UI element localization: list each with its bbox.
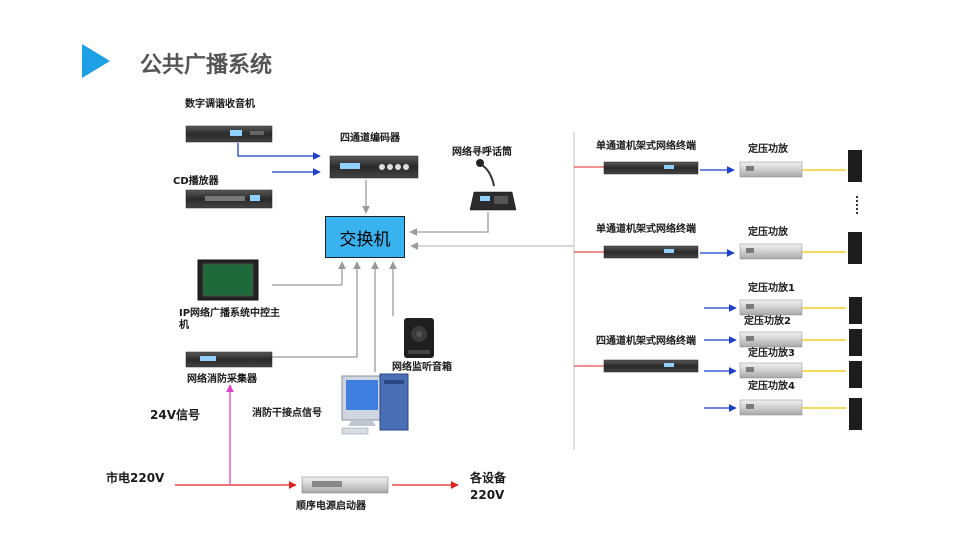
terminal-quad-device bbox=[603, 359, 699, 373]
fire-contact-label: 消防干接点信号 bbox=[252, 408, 322, 419]
ip-host-label: IP网络广播系统中控主机 bbox=[179, 308, 281, 331]
workstation-computer-device bbox=[341, 373, 409, 435]
sequencer-device bbox=[301, 476, 389, 494]
24v-label: 24V信号 bbox=[150, 408, 200, 422]
amp-4-label: 定压功放4 bbox=[748, 381, 795, 392]
each-device-label: 各设备 bbox=[470, 471, 507, 485]
collector-to-switch-line bbox=[272, 261, 361, 358]
amp-2-label: 定压功放2 bbox=[744, 316, 791, 327]
amp-a-device bbox=[739, 161, 803, 178]
tuner-label: 数字调谐收音机 bbox=[185, 99, 255, 110]
paging-microphone-device bbox=[469, 159, 517, 211]
amp-3-device bbox=[739, 362, 803, 379]
amp-1-device bbox=[739, 299, 803, 316]
mic-to-switch-line bbox=[409, 212, 489, 236]
header-play-icon bbox=[82, 44, 110, 78]
ip-host-device bbox=[197, 259, 259, 301]
220v-label: 220V bbox=[470, 488, 505, 502]
cd-player-device bbox=[185, 189, 273, 209]
speaker-column-icon bbox=[848, 150, 862, 430]
sequencer-label: 顺序电源启动器 bbox=[296, 501, 366, 512]
amp-1-label: 定压功放1 bbox=[748, 283, 795, 294]
tuner-to-encoder-line bbox=[237, 143, 321, 160]
ellipsis-icon bbox=[855, 195, 859, 215]
cd-label: CD播放器 bbox=[173, 176, 219, 187]
amp-a-label: 定压功放 bbox=[748, 144, 788, 155]
tuner-device bbox=[185, 125, 273, 143]
paging-mic-label: 网络寻呼话筒 bbox=[452, 147, 512, 158]
monitor-speaker-label: 网络监听音箱 bbox=[392, 362, 452, 373]
amp-b-device bbox=[739, 243, 803, 260]
terminal-quad-label: 四通道机架式网络终端 bbox=[596, 336, 696, 347]
monitor-speaker-device bbox=[404, 318, 434, 358]
terminal-single-2-device bbox=[603, 245, 699, 259]
network-switch: 交换机 bbox=[325, 216, 405, 258]
terminal-single-1-device bbox=[603, 161, 699, 175]
mains-label: 市电220V bbox=[106, 471, 165, 485]
amp-4-device bbox=[739, 399, 803, 416]
switch-label: 交换机 bbox=[339, 229, 391, 250]
fire-collector-label: 网络消防采集器 bbox=[187, 374, 257, 385]
terminal-single-2-label: 单通道机架式网络终端 bbox=[596, 224, 696, 235]
encoder-label: 四通道编码器 bbox=[340, 133, 400, 144]
encoder-device bbox=[329, 155, 419, 179]
page-title: 公共广播系统 bbox=[140, 53, 273, 78]
amp-2-device bbox=[739, 331, 803, 348]
fire-collector-device bbox=[185, 351, 273, 368]
amp-b-label: 定压功放 bbox=[748, 227, 788, 238]
terminal-single-1-label: 单通道机架式网络终端 bbox=[596, 141, 696, 152]
amp-3-label: 定压功放3 bbox=[748, 348, 795, 359]
